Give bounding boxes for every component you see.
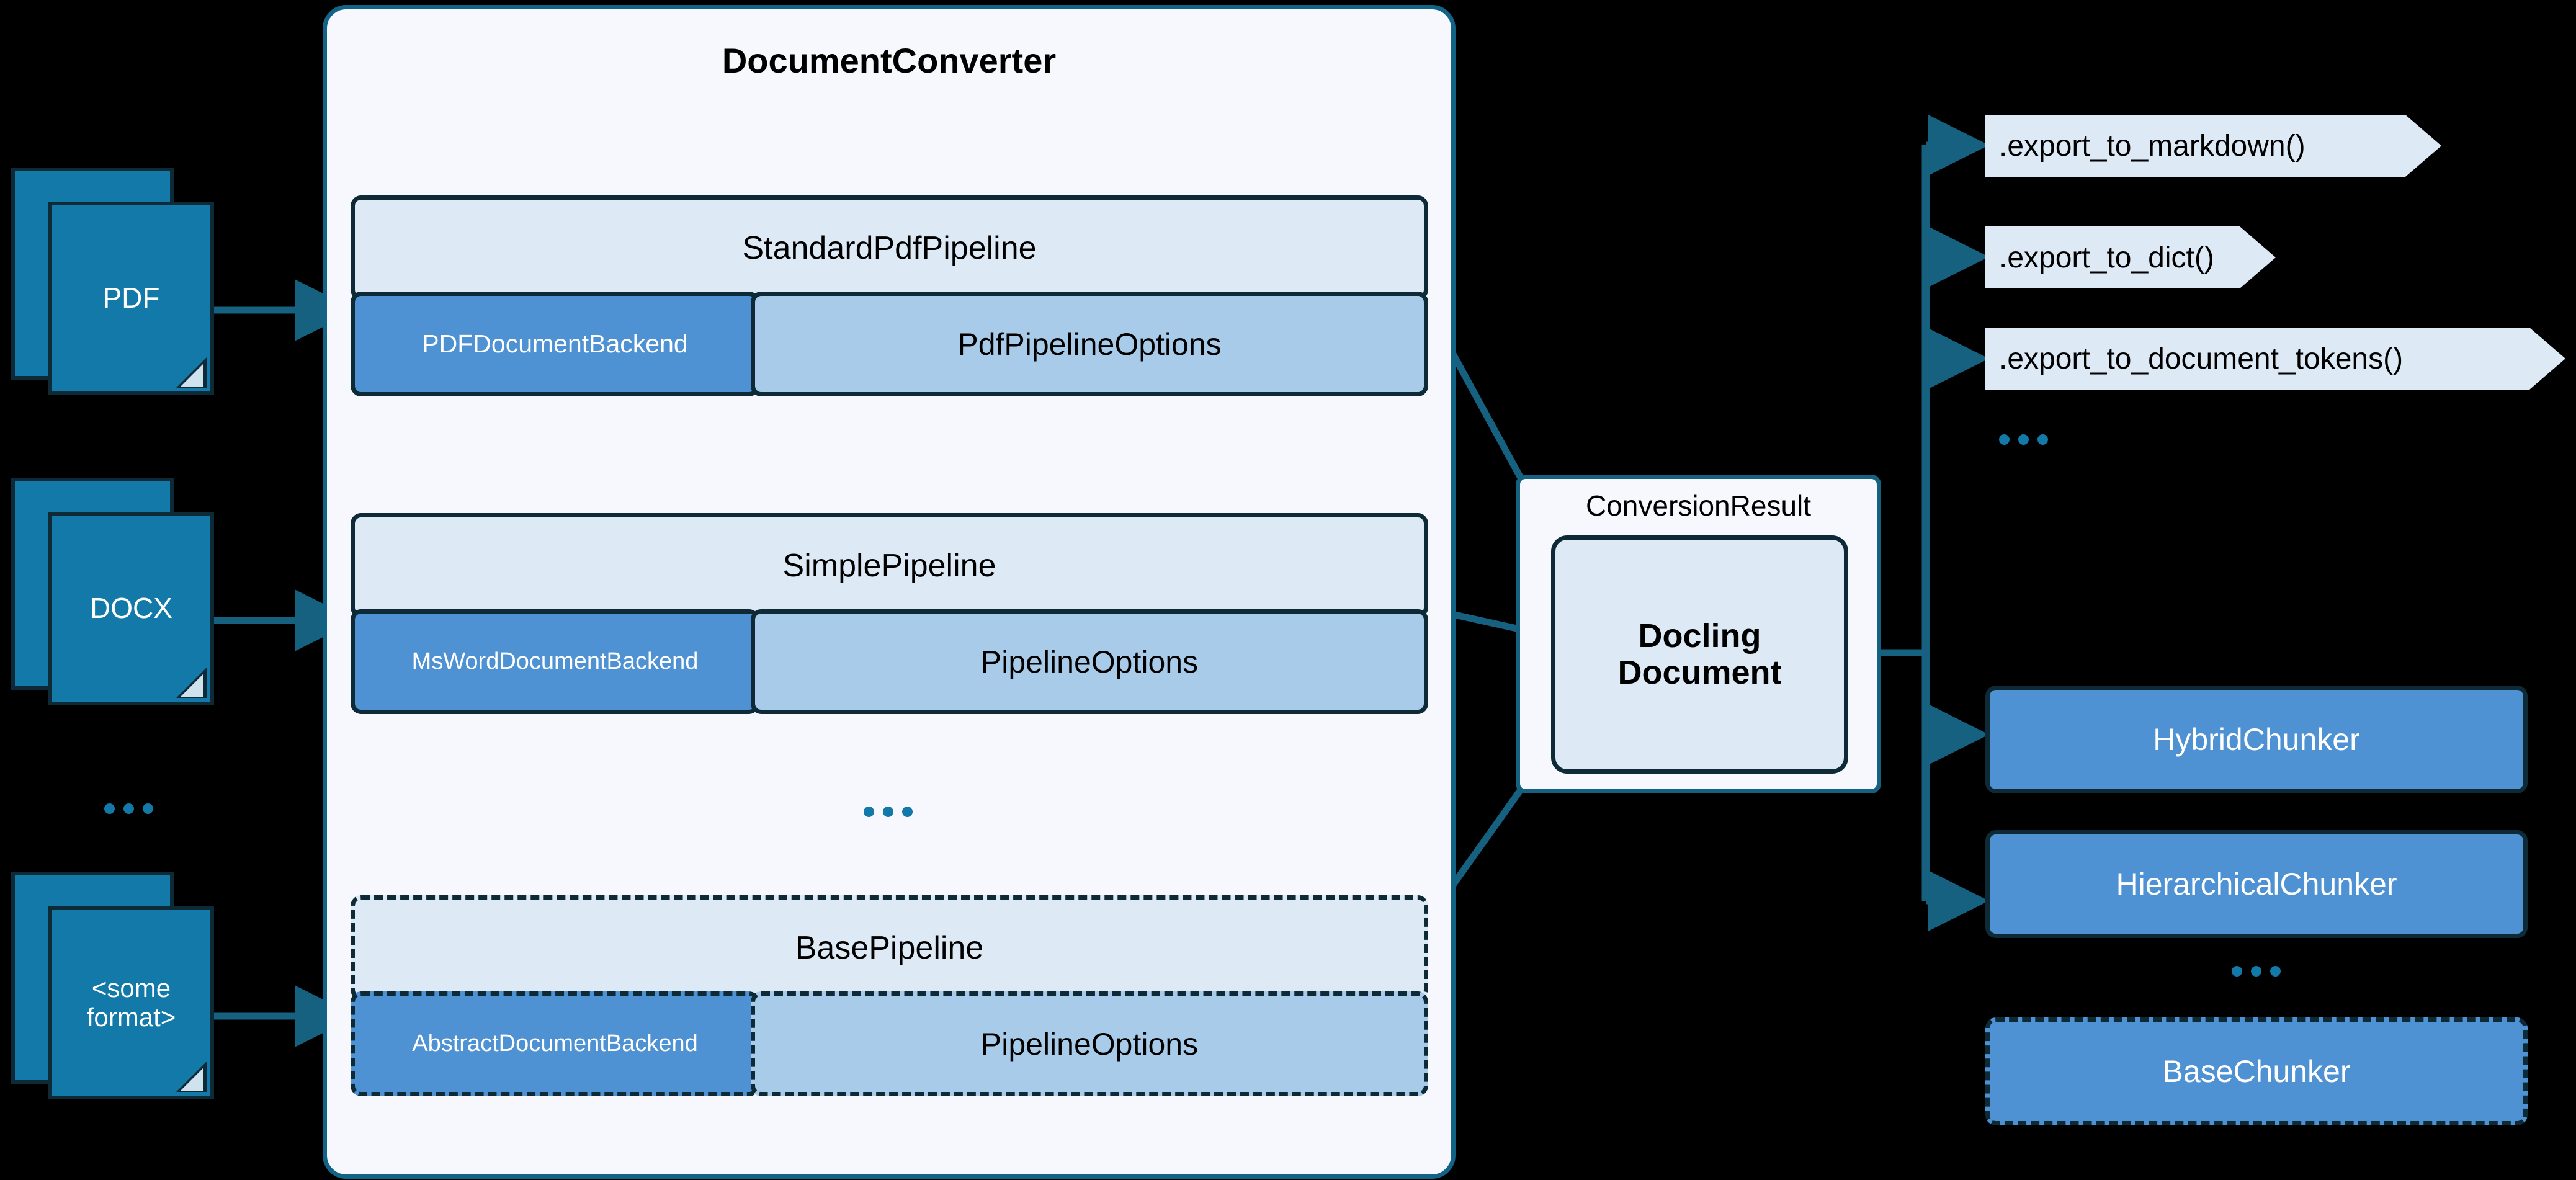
- exports-ellipsis: [1999, 434, 2048, 445]
- conversion-result-label: ConversionResult: [1585, 489, 1812, 522]
- chunker-hybrid[interactable]: HybridChunker: [1985, 686, 2528, 793]
- export-label: .export_to_markdown(): [1999, 129, 2305, 163]
- chunker-label: HierarchicalChunker: [2116, 867, 2397, 901]
- doc-fold-inner: [180, 1068, 203, 1091]
- input-ellipsis: [104, 803, 153, 814]
- options-base-pipeline[interactable]: PipelineOptions: [751, 991, 1428, 1096]
- export-label: .export_to_document_tokens(): [1999, 342, 2404, 375]
- input-doc-pdf[interactable]: PDF: [11, 168, 216, 403]
- docling-document-line-2: Document: [1617, 654, 1782, 691]
- chunker-hierarchical[interactable]: HierarchicalChunker: [1985, 830, 2528, 938]
- export-to-document-tokens-shape[interactable]: .export_to_document_tokens(): [1985, 328, 2565, 390]
- export-to-markdown-shape[interactable]: .export_to_markdown(): [1985, 115, 2441, 177]
- chunker-label: HybridChunker: [2153, 722, 2360, 757]
- doc-fold-inner: [180, 674, 203, 697]
- pipeline-name: StandardPdfPipeline: [742, 230, 1037, 266]
- backend-name: MsWordDocumentBackend: [411, 648, 699, 674]
- docling-document-label: Docling Document: [1617, 617, 1782, 692]
- chunker-base[interactable]: BaseChunker: [1985, 1017, 2528, 1125]
- options-name: PipelineOptions: [980, 644, 1199, 679]
- input-doc-label: PDF: [102, 282, 160, 315]
- backend-name: AbstractDocumentBackend: [412, 1030, 698, 1057]
- pipeline-standard-pdf-header[interactable]: StandardPdfPipeline: [351, 195, 1428, 300]
- doc-fold-inner: [180, 364, 203, 387]
- backend-pdf-document[interactable]: PDFDocumentBackend: [351, 292, 759, 396]
- pipeline-name: SimplePipeline: [782, 547, 996, 584]
- backend-msword-document[interactable]: MsWordDocumentBackend: [351, 609, 759, 714]
- pipeline-base-header[interactable]: BasePipeline: [351, 895, 1428, 1000]
- docling-document-line-1: Docling: [1638, 617, 1761, 655]
- export-to-dict-shape[interactable]: .export_to_dict(): [1985, 226, 2276, 288]
- input-doc-docx[interactable]: DOCX: [11, 478, 216, 713]
- pipeline-simple-header[interactable]: SimplePipeline: [351, 513, 1428, 618]
- input-doc-label: <some format>: [86, 973, 176, 1032]
- export-label: .export_to_dict(): [1999, 241, 2214, 274]
- pipeline-name: BasePipeline: [795, 929, 984, 966]
- backend-name: PDFDocumentBackend: [422, 329, 688, 358]
- backend-abstract-document[interactable]: AbstractDocumentBackend: [351, 991, 759, 1096]
- input-doc-other[interactable]: <some format>: [11, 872, 216, 1107]
- docling-document-box[interactable]: Docling Document: [1551, 535, 1848, 774]
- options-name: PipelineOptions: [980, 1026, 1199, 1062]
- converter-ellipsis: [864, 807, 913, 817]
- chunker-label: BaseChunker: [2162, 1054, 2351, 1089]
- input-doc-label: DOCX: [90, 592, 172, 625]
- options-simple-pipeline[interactable]: PipelineOptions: [751, 609, 1428, 714]
- options-name: PdfPipelineOptions: [957, 326, 1222, 362]
- document-converter-title: DocumentConverter: [722, 41, 1057, 80]
- chunkers-ellipsis: [2232, 966, 2281, 977]
- options-pdf-pipeline[interactable]: PdfPipelineOptions: [751, 292, 1428, 396]
